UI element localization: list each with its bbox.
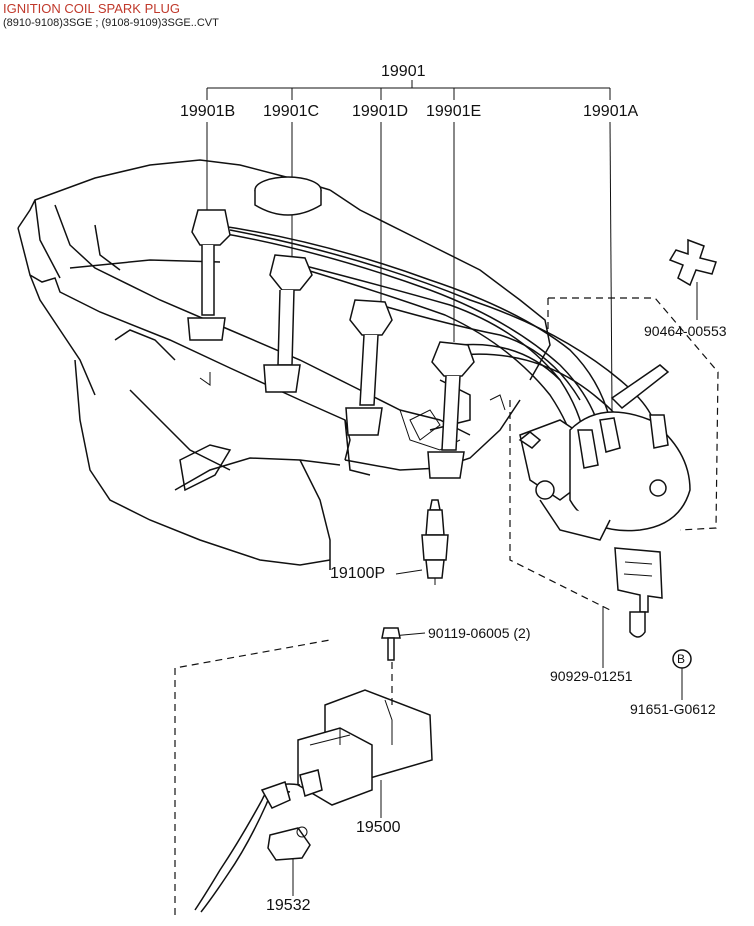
spark-plug: [421, 499, 449, 585]
ignition-coil: [297, 689, 433, 806]
callout-90929-01251: 90929-01251: [550, 668, 633, 684]
distributor-frame: [509, 297, 719, 611]
resistor-bracket: [614, 547, 663, 638]
callout-19532: 19532: [266, 897, 311, 914]
marker-b-circle: [672, 649, 692, 669]
coil-wire: [194, 781, 301, 913]
callout-90464-00553: 90464-00553: [644, 323, 727, 339]
coil-frame: [174, 639, 393, 915]
page-title: IGNITION COIL SPARK PLUG: [3, 1, 180, 16]
callout-19901c: 19901C: [263, 103, 320, 120]
rotor: [668, 238, 717, 287]
oil-filler-cap: [254, 176, 322, 216]
callout-19100p: 19100P: [330, 565, 386, 582]
callout-19500: 19500: [356, 819, 401, 836]
leader-lines: [206, 80, 698, 896]
callout-19901a: 19901A: [583, 103, 639, 120]
bolt: [381, 627, 401, 661]
callout-19901d: 19901D: [352, 103, 409, 120]
page-subtitle: (8910-9108)3SGE ; (9108-9109)3SGE..CVT: [3, 17, 219, 29]
marker-b-label: B: [677, 652, 686, 666]
plug-wire-boots: [187, 209, 475, 479]
callout-19901b: 19901B: [180, 103, 236, 120]
wire-harness: [214, 224, 656, 451]
callout-19901e: 19901E: [426, 103, 482, 120]
callout-19901: 19901: [381, 63, 426, 80]
callout-90119-06005: 90119-06005 (2): [428, 625, 531, 641]
wire-clamp: [267, 826, 311, 861]
callout-91651-g0612: 91651-G0612: [630, 701, 716, 717]
distributor: [518, 364, 691, 541]
cylinder-head-outline: [17, 159, 551, 570]
